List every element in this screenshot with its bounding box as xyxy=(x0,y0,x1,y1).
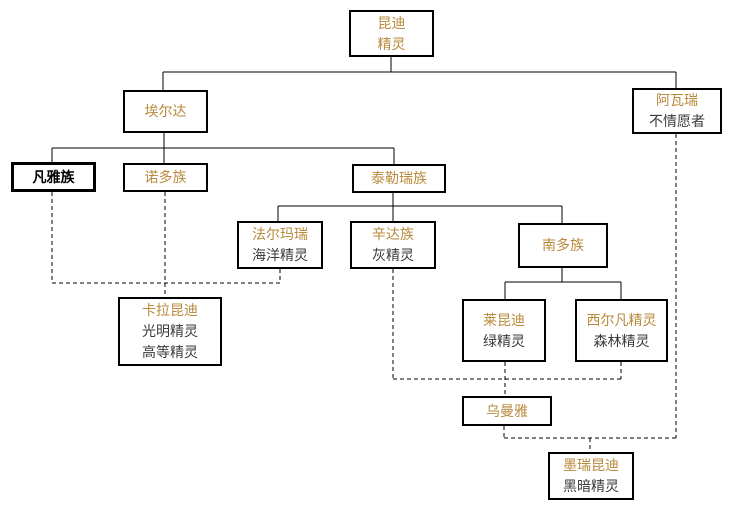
node-silvan-name: 西尔凡精灵 xyxy=(586,311,657,328)
node-vanyar: 凡雅族 xyxy=(11,162,96,192)
node-vanyar-name: 凡雅族 xyxy=(32,168,75,185)
solid-connectors xyxy=(51,57,677,299)
node-avari-subtitle: 不情愿者 xyxy=(649,113,705,129)
node-sindar-name: 辛达族 xyxy=(372,226,414,242)
node-noldor-name: 诺多族 xyxy=(144,169,187,185)
node-calaquendi-subtitle1: 光明精灵 xyxy=(142,323,198,339)
node-nandor-name: 南多族 xyxy=(542,237,584,253)
node-teleri-name: 泰勒瑞族 xyxy=(371,170,427,186)
node-quendi-subtitle: 精灵 xyxy=(377,35,406,52)
node-quendi: 昆迪 精灵 xyxy=(349,10,434,57)
node-noldor: 诺多族 xyxy=(123,163,208,192)
node-umanyar-name: 乌曼雅 xyxy=(486,402,528,419)
node-moriquendi-subtitle: 黑暗精灵 xyxy=(563,478,619,494)
node-silvan-subtitle: 森林精灵 xyxy=(593,332,650,349)
node-nandor: 南多族 xyxy=(518,223,608,268)
node-laiquendi-subtitle: 绿精灵 xyxy=(483,332,525,349)
node-calaquendi: 卡拉昆迪 光明精灵 高等精灵 xyxy=(118,297,222,366)
node-avari: 阿瓦瑞 不情愿者 xyxy=(632,88,722,134)
dashed-connectors xyxy=(51,134,677,452)
node-laiquendi-name: 莱昆迪 xyxy=(483,311,525,328)
node-quendi-name: 昆迪 xyxy=(377,14,406,31)
node-calaquendi-subtitle2: 高等精灵 xyxy=(142,344,198,360)
node-falmari-name: 法尔玛瑞 xyxy=(252,226,308,242)
node-laiquendi: 莱昆迪 绿精灵 xyxy=(462,299,546,362)
node-teleri: 泰勒瑞族 xyxy=(352,164,446,193)
node-sindar: 辛达族 灰精灵 xyxy=(350,221,436,269)
node-silvan: 西尔凡精灵 森林精灵 xyxy=(575,299,668,362)
node-calaquendi-name: 卡拉昆迪 xyxy=(142,302,198,318)
node-sindar-subtitle: 灰精灵 xyxy=(372,247,414,263)
node-eldar: 埃尔达 xyxy=(123,90,208,133)
node-eldar-name: 埃尔达 xyxy=(144,103,187,119)
node-falmari-subtitle: 海洋精灵 xyxy=(252,247,308,263)
node-moriquendi-name: 墨瑞昆迪 xyxy=(563,457,619,473)
node-avari-name: 阿瓦瑞 xyxy=(656,92,698,108)
node-falmari: 法尔玛瑞 海洋精灵 xyxy=(237,221,323,269)
node-umanyar: 乌曼雅 xyxy=(462,396,552,426)
node-moriquendi: 墨瑞昆迪 黑暗精灵 xyxy=(548,452,634,500)
